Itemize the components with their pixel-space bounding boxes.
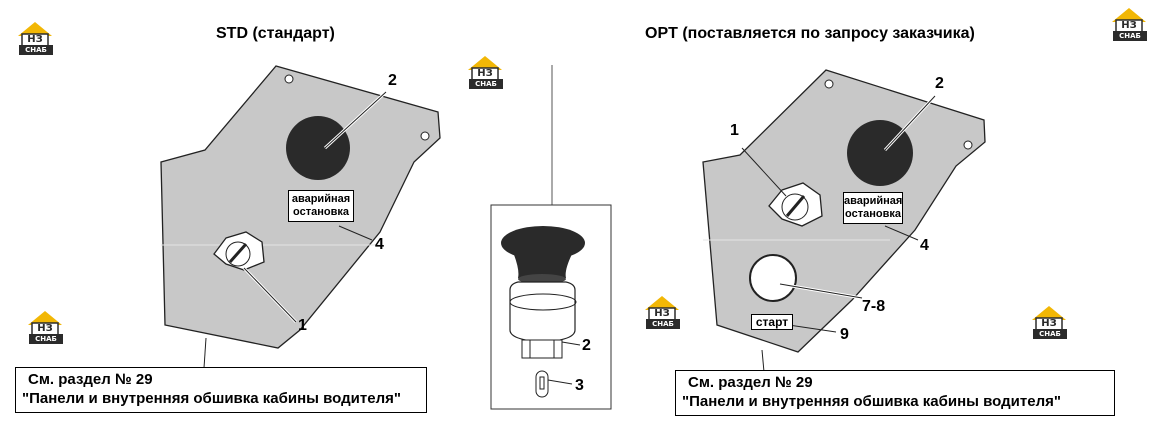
std-key-switch [213, 231, 265, 271]
logo-mark-3: НЗ [1121, 20, 1137, 31]
std-emergency-button [286, 116, 350, 180]
std-callout-4: 4 [375, 236, 384, 253]
logo-opt-left [645, 296, 680, 329]
std-tag-line1: аварийная [291, 193, 351, 205]
opt-start-tag: старт [751, 314, 793, 330]
opt-tag-line1: аварийная [844, 195, 903, 207]
std-ref-line2: "Панели и внутренняя обшивка кабины води… [22, 390, 401, 407]
logo-word-4: СНАБ [35, 335, 57, 343]
logo-mark-2: НЗ [477, 68, 493, 79]
opt-emergency-tag: аварийная остановка [843, 192, 903, 224]
logo-std-left [18, 22, 53, 55]
opt-ref-line1: См. раздел № 29 [688, 374, 813, 391]
opt-reference-box: См. раздел № 29 "Панели и внутренняя обш… [675, 370, 1115, 416]
detail-callout-3: 3 [575, 377, 584, 394]
opt-callout-7-8: 7-8 [862, 298, 886, 315]
logo-word-2: СНАБ [475, 80, 497, 88]
opt-callout-2: 2 [935, 75, 944, 92]
opt-callout-1: 1 [730, 122, 739, 139]
std-ref-line1: См. раздел № 29 [28, 371, 153, 388]
std-tag-line2: остановка [293, 206, 349, 218]
logo-word-5: СНАБ [652, 320, 674, 328]
logo-right-top [1112, 8, 1147, 41]
logo-mark-1: НЗ [27, 34, 43, 45]
opt-tag-line2: остановка [845, 208, 901, 220]
logo-mark-6: НЗ [1041, 318, 1057, 329]
opt-start-button [749, 254, 797, 302]
detail-view [490, 65, 612, 410]
logo-mark-4: НЗ [37, 323, 53, 334]
opt-key-switch [768, 182, 823, 227]
opt-callout-9: 9 [840, 326, 849, 343]
logo-detail-top [468, 56, 503, 89]
opt-title: OPT (поставляется по запросу заказчика) [645, 25, 975, 42]
logo-word-1: СНАБ [25, 46, 47, 54]
std-callout-2: 2 [388, 72, 397, 89]
logo-word-3: СНАБ [1119, 32, 1141, 40]
std-reference-box: См. раздел № 29 "Панели и внутренняя обш… [15, 367, 427, 413]
logo-opt-right [1032, 306, 1067, 339]
std-title: STD (стандарт) [216, 25, 335, 42]
logo-std-bottom [28, 311, 63, 344]
std-emergency-tag: аварийная остановка [288, 190, 354, 222]
std-callout-1: 1 [298, 317, 307, 334]
detail-callout-2: 2 [582, 337, 591, 354]
opt-callout-4: 4 [920, 237, 929, 254]
logo-mark-5: НЗ [654, 308, 670, 319]
logo-word-6: СНАБ [1039, 330, 1061, 338]
opt-ref-line2: "Панели и внутренняя обшивка кабины води… [682, 393, 1061, 410]
